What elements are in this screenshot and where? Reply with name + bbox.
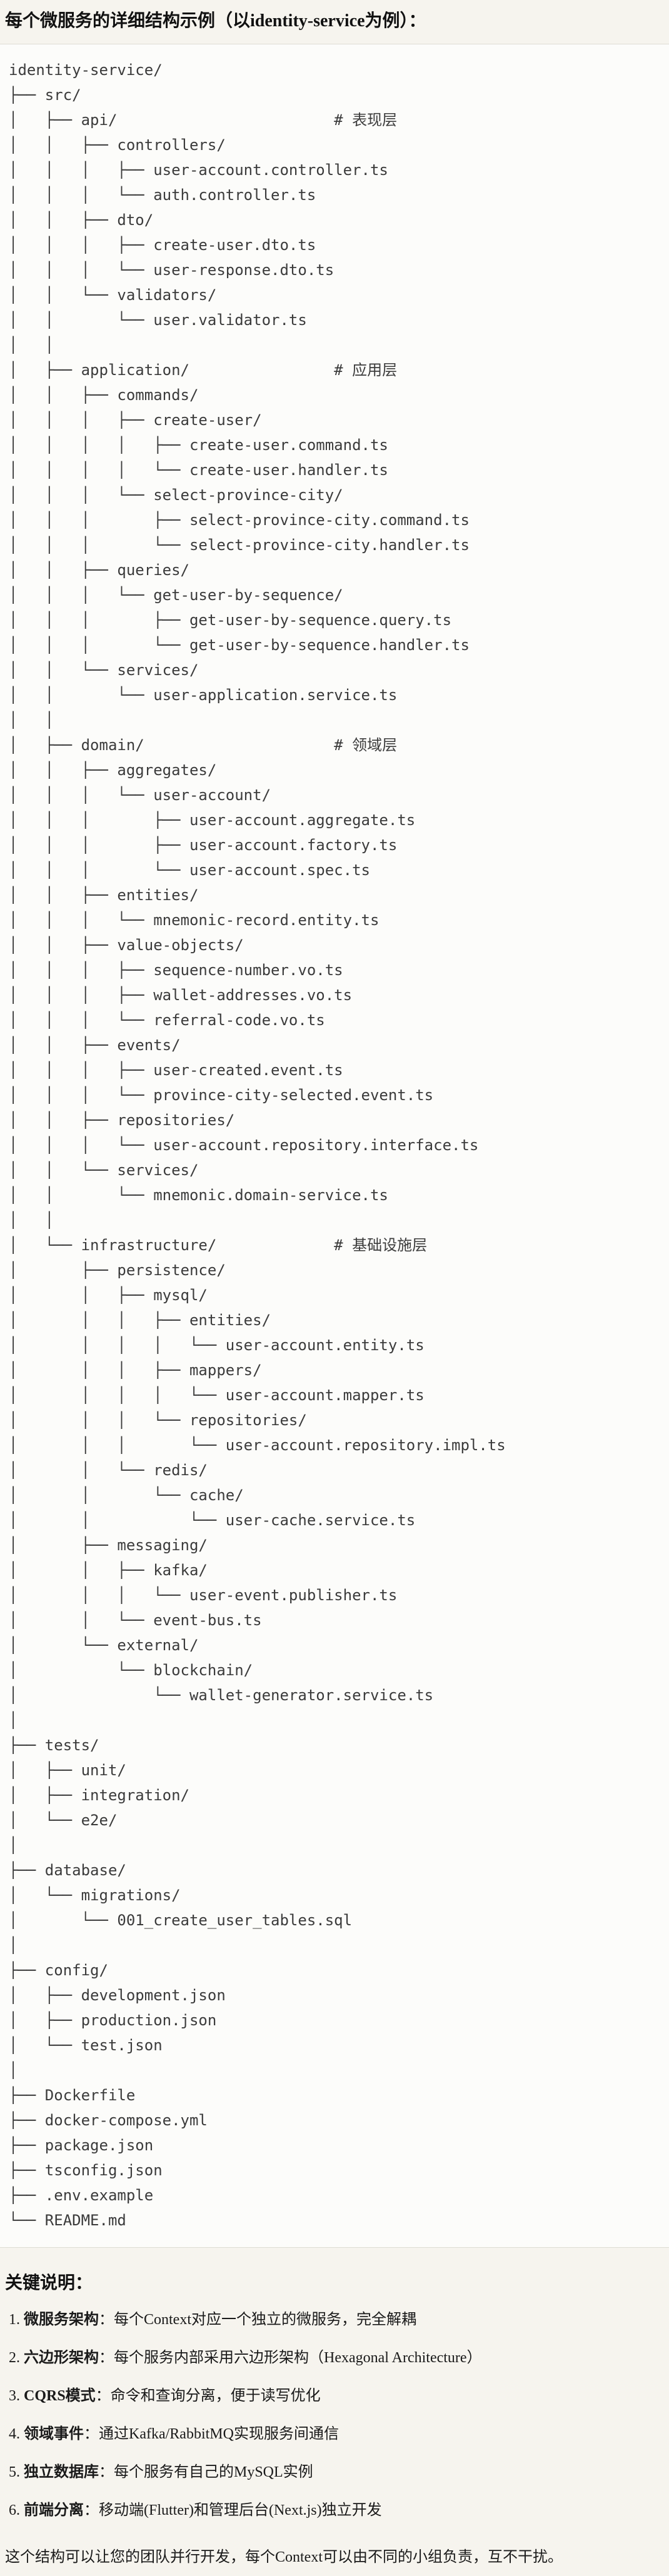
note-label: 前端分离 — [24, 2502, 84, 2519]
note-label: 领域事件 — [24, 2426, 84, 2443]
note-item: 6.前端分离：移动端(Flutter)和管理后台(Next.js)独立开发 — [9, 2501, 663, 2520]
note-item: 1.微服务架构：每个Context对应一个独立的微服务，完全解耦 — [9, 2310, 663, 2330]
note-text: ：通过Kafka/RabbitMQ实现服务间通信 — [84, 2426, 339, 2443]
note-number: 6. — [9, 2502, 20, 2519]
note-text: ：移动端(Flutter)和管理后台(Next.js)独立开发 — [84, 2502, 382, 2519]
code-block: identity-service/ ├── src/ │ ├── api/ # … — [0, 44, 669, 2248]
directory-tree: identity-service/ ├── src/ │ ├── api/ # … — [9, 61, 506, 2230]
note-item: 2.六边形架构：每个服务内部采用六边形架构（Hexagonal Architec… — [9, 2348, 663, 2368]
page-title: 每个微服务的详细结构示例（以identity-service为例）： — [5, 11, 426, 31]
note-label: 六边形架构 — [24, 2350, 99, 2367]
note-label: 微服务架构 — [24, 2312, 99, 2328]
note-number: 2. — [9, 2350, 20, 2367]
note-number: 4. — [9, 2426, 20, 2443]
note-item: 4.领域事件：通过Kafka/RabbitMQ实现服务间通信 — [9, 2425, 663, 2444]
notes-section: 关键说明： 1.微服务架构：每个Context对应一个独立的微服务，完全解耦 2… — [0, 2269, 669, 2576]
note-text: ：每个Context对应一个独立的微服务，完全解耦 — [99, 2312, 416, 2328]
note-text: ：每个服务内部采用六边形架构（Hexagonal Architecture） — [99, 2350, 482, 2367]
note-item: 5.独立数据库：每个服务有自己的MySQL实例 — [9, 2463, 663, 2482]
note-number: 3. — [9, 2388, 20, 2405]
note-number: 5. — [9, 2464, 20, 2481]
note-text: ：命令和查询分离，便于读写优化 — [95, 2388, 321, 2405]
note-number: 1. — [9, 2312, 20, 2328]
note-item: 3.CQRS模式：命令和查询分离，便于读写优化 — [9, 2387, 663, 2406]
note-label: 独立数据库 — [24, 2464, 99, 2481]
note-label: CQRS模式 — [24, 2388, 96, 2405]
notes-list: 1.微服务架构：每个Context对应一个独立的微服务，完全解耦 2.六边形架构… — [5, 2310, 663, 2520]
summary-paragraph: 这个结构可以让您的团队并行开发，每个Context可以由不同的小组负责，互不干扰… — [5, 2549, 563, 2566]
notes-heading: 关键说明： — [5, 2273, 93, 2293]
note-text: ：每个服务有自己的MySQL实例 — [99, 2464, 313, 2481]
